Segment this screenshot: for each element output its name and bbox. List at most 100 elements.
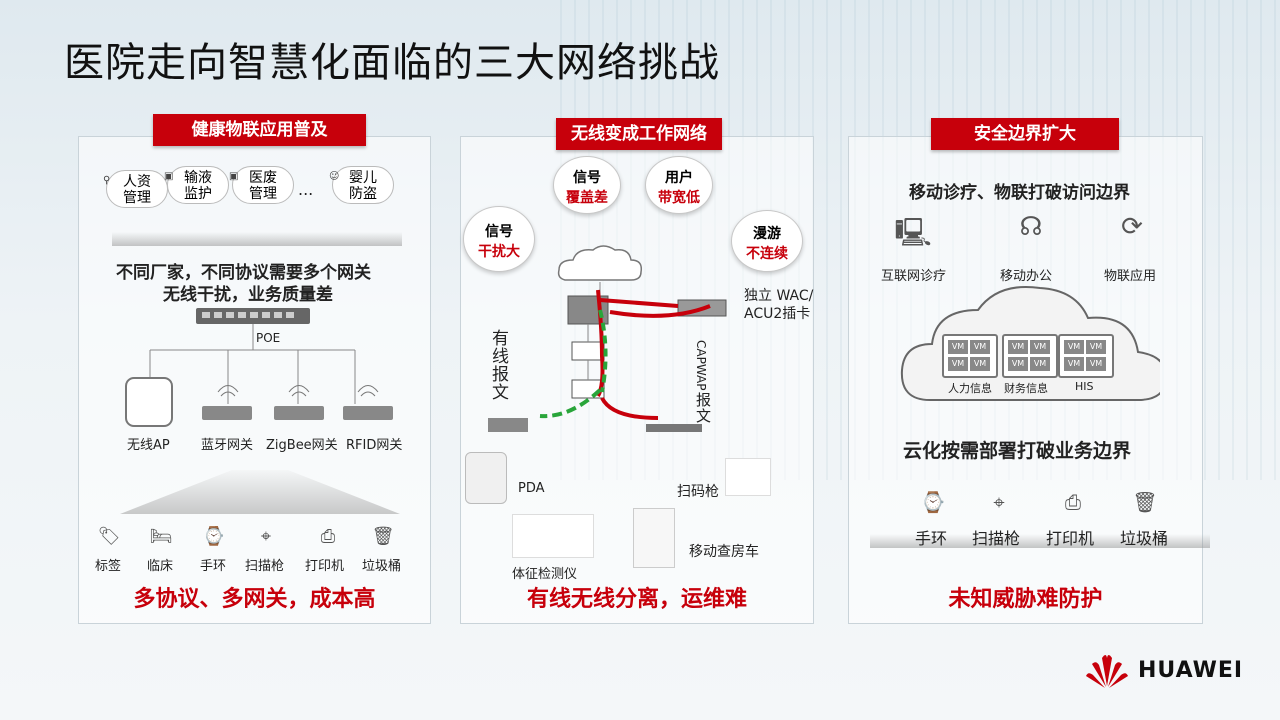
terminal-label: 扫描枪: [972, 529, 1021, 548]
rfid-gateway: [343, 406, 393, 420]
bubble-problem: 不连续: [746, 246, 788, 262]
pill-label: 医废 管理: [249, 170, 277, 202]
telemedicine-icon: 🖳: [894, 216, 932, 249]
huawei-logo: [1086, 655, 1128, 688]
bubble-problem: 干扰大: [478, 244, 520, 260]
capwap-label: CAPWAP: [694, 340, 708, 391]
terminal-label: 手环: [200, 559, 227, 574]
vm-tile: VM: [970, 357, 990, 371]
bubble-title: 信号: [485, 224, 513, 240]
vm-tile: VM: [1064, 357, 1084, 371]
bubble-interference: 信号 干扰大: [463, 206, 535, 272]
app-label: 物联应用: [1104, 269, 1157, 284]
problem-line-2: 无线干扰，业务质量差: [163, 285, 333, 305]
panel-security-header: 安全边界扩大: [931, 118, 1119, 150]
mobile-office-icon: ☊: [1019, 212, 1043, 242]
wac-label: 独立 WAC/ ACU2插卡: [744, 288, 814, 322]
bubble-problem: 覆盖差: [566, 190, 608, 206]
printer-icon: ⎙: [320, 526, 336, 547]
vm-tile: VM: [1008, 357, 1028, 371]
pill-label: 输液 监护: [184, 170, 212, 202]
vm-tile: VM: [1064, 340, 1084, 354]
vm-tile: VM: [1030, 357, 1050, 371]
terminal-label: 打印机: [305, 559, 345, 574]
brand-name: HUAWEI: [1138, 658, 1244, 683]
poe-topology: [125, 308, 393, 427]
device-label-cart: 移动查房车: [689, 544, 759, 560]
vm-tile: VM: [948, 340, 968, 354]
ward-cart-icon: [633, 508, 675, 568]
access-point: [646, 424, 702, 432]
panel-security-conclusion: 未知威胁难防护: [948, 587, 1103, 612]
bluetooth-gateway: [202, 406, 252, 420]
cloud-group-label: HIS: [1075, 380, 1094, 393]
tag-icon: 🏷: [97, 526, 121, 547]
terminal-label: 打印机: [1046, 529, 1095, 548]
device-label-ap: 无线AP: [127, 438, 170, 453]
wristband-icon: ⌚: [920, 490, 946, 514]
printer-icon: ⎙: [1065, 490, 1081, 514]
app-label: 互联网诊疗: [881, 269, 947, 284]
security-subtitle-2: 云化按需部署打破业务边界: [903, 440, 1132, 462]
bubble-bandwidth: 用户 带宽低: [645, 156, 713, 214]
terminal-label: 手环: [915, 529, 948, 548]
terminal-label: 标签: [95, 559, 122, 574]
monitor-icon: ▣: [229, 171, 239, 182]
security-subtitle-1: 移动诊疗、物联打破访问边界: [909, 183, 1130, 203]
vm-tile: VM: [970, 340, 990, 354]
bubble-title: 用户: [665, 170, 693, 186]
bubble-coverage: 信号 覆盖差: [553, 156, 621, 214]
device-label-bt: 蓝牙网关: [201, 438, 254, 453]
poe-label: POE: [256, 331, 281, 345]
vital-signs-monitor-icon: [512, 514, 594, 558]
panel-wireless-conclusion: 有线无线分离，运维难: [526, 587, 747, 612]
desktop-pc: [488, 418, 528, 432]
shelf: [112, 232, 402, 246]
app-label: 移动办公: [1000, 269, 1053, 284]
zigbee-gateway: [274, 406, 324, 420]
monitor-icon: ▣: [164, 171, 174, 182]
bubble-title: 信号: [573, 170, 601, 186]
internet-cloud: [557, 245, 643, 281]
ellipsis: ...: [298, 180, 314, 199]
wired-wireless-topology: [488, 245, 727, 432]
terminal-label: 垃圾桶: [362, 559, 402, 574]
problem-line-1: 不同厂家，不同协议需要多个网关: [116, 263, 371, 283]
vm-tile: VM: [1086, 357, 1106, 371]
scanner-icon: ⌖: [993, 490, 1005, 514]
panel-iot-header: 健康物联应用普及: [153, 114, 366, 146]
terminal-label: 扫描枪: [245, 559, 285, 574]
wireless-ap: [125, 377, 173, 427]
pill-waste: ▣ 医废 管理: [229, 166, 294, 204]
aggregation-switch: [571, 341, 605, 361]
cloud-group-label: 人力信息: [948, 382, 992, 395]
vm-tile: VM: [1008, 340, 1028, 354]
pill-label: 婴儿 防盗: [349, 170, 377, 202]
shelf: [870, 534, 1210, 548]
trash-icon: 🗑: [371, 526, 395, 547]
panel-iot-conclusion: 多协议、多网关，成本高: [133, 587, 376, 612]
pill-hr: ⚲人资 管理: [103, 170, 168, 208]
device-label-zigbee: ZigBee网关: [266, 438, 338, 453]
baby-icon: ☺: [329, 171, 340, 182]
pill-label: 人资 管理: [123, 174, 151, 206]
vm-tile: VM: [1086, 340, 1106, 354]
capwap-message-label: 报 文: [696, 391, 712, 425]
bubble-title: 漫游: [753, 226, 781, 242]
page-title: 医院走向智慧化面临的三大网络挑战: [64, 40, 720, 86]
bed-icon: 🛏: [149, 526, 173, 547]
pill-infant: ☺ 婴儿 防盗: [329, 166, 394, 204]
cloud-group-label: 财务信息: [1004, 382, 1048, 395]
device-label-pda: PDA: [518, 481, 545, 496]
pda-icon: [465, 452, 507, 504]
iot-icon: ⟳: [1121, 212, 1143, 242]
terminal-label: 垃圾桶: [1120, 529, 1169, 548]
wristband-icon: ⌚: [202, 526, 226, 547]
device-label-scanner: 扫码枪: [677, 484, 719, 500]
device-label-rfid: RFID网关: [346, 438, 403, 453]
vm-tile: VM: [1030, 340, 1050, 354]
bubble-problem: 带宽低: [658, 190, 700, 206]
